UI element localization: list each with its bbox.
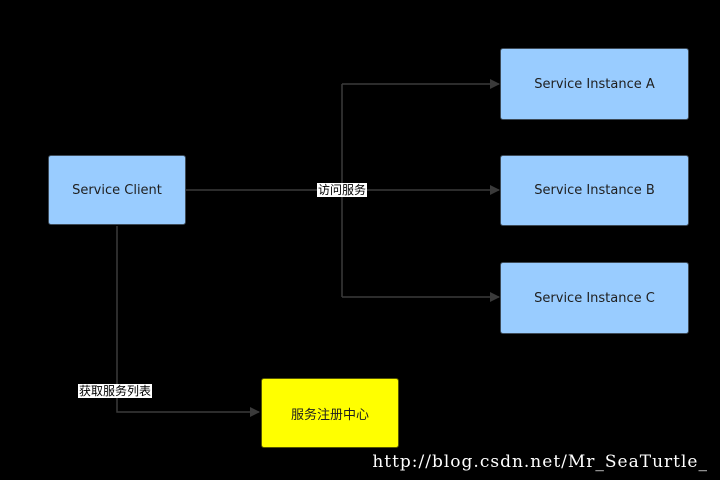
arrow-to-registry (116, 226, 260, 417)
service-client-label: Service Client (72, 182, 162, 198)
service-registry-label: 服务注册中心 (290, 407, 369, 423)
access-service-edge-label: 访问服务 (317, 183, 368, 197)
service-instance-a-node[interactable]: Service Instance A (500, 48, 689, 120)
watermark-url: http://blog.csdn.net/Mr_SeaTurtle_ (372, 452, 708, 472)
service-client-node[interactable]: Service Client (48, 155, 186, 225)
service-instance-c-label: Service Instance C (534, 290, 655, 306)
service-instance-b-label: Service Instance B (534, 183, 655, 198)
service-registry-node[interactable]: 服务注册中心 (261, 378, 399, 448)
service-instance-c-node[interactable]: Service Instance C (500, 262, 689, 334)
service-instance-a-label: Service Instance A (534, 76, 655, 92)
service-instance-b-node[interactable]: Service Instance B (500, 155, 689, 226)
get-service-list-edge-label: 获取服务列表 (78, 384, 153, 398)
